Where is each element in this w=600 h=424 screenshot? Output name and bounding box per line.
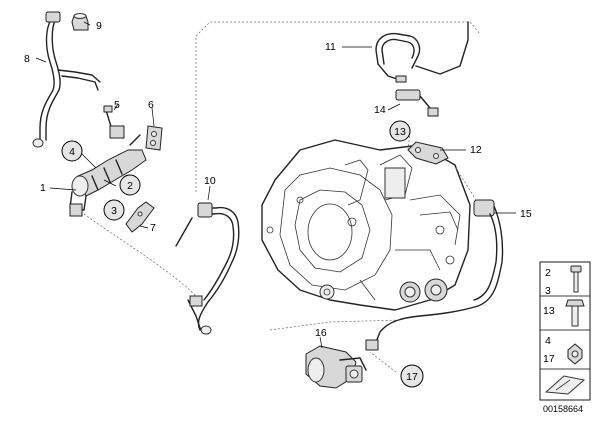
legend-label-2: 2 xyxy=(545,267,551,279)
cap-part-9 xyxy=(71,13,89,31)
bolt-icon xyxy=(565,299,585,327)
callout-17: 17 xyxy=(406,371,418,383)
sensor-cable-part-11 xyxy=(375,21,469,83)
bolt-part-5 xyxy=(103,105,125,139)
clutch-line-part-10 xyxy=(175,202,240,335)
nut-icon xyxy=(567,343,583,365)
callout-15: 15 xyxy=(520,208,532,220)
leader-lines xyxy=(35,21,516,373)
callout-9: 9 xyxy=(96,20,102,32)
document-number: 00158664 xyxy=(543,404,583,414)
callout-3: 3 xyxy=(111,205,117,217)
legend-panel: 2 3 13 4 17 xyxy=(539,261,591,401)
callout-8: 8 xyxy=(24,53,30,65)
legend-label-4: 4 xyxy=(545,335,551,347)
callout-7: 7 xyxy=(150,222,156,234)
bracket-part-12 xyxy=(407,141,449,165)
callout-5: 5 xyxy=(114,99,120,111)
sensor-part-14 xyxy=(395,89,439,117)
callout-12: 12 xyxy=(470,144,482,156)
legend-label-17: 17 xyxy=(543,353,555,365)
seal-strip-icon xyxy=(544,375,586,395)
gearbox-housing xyxy=(261,139,471,311)
callout-1: 1 xyxy=(40,182,46,194)
callout-13: 13 xyxy=(394,126,406,138)
callout-4: 4 xyxy=(69,146,75,158)
legend-label-13: 13 xyxy=(543,305,555,317)
clip-part-6 xyxy=(145,125,163,151)
callout-14: 14 xyxy=(374,104,386,116)
callout-16: 16 xyxy=(315,327,327,339)
clutch-master-cylinder xyxy=(69,134,147,217)
callout-labels: 8 9 5 6 1 7 10 11 14 12 15 16 xyxy=(24,20,532,339)
screw-icon xyxy=(570,265,582,293)
reservoir-hose xyxy=(32,11,101,148)
callout-2: 2 xyxy=(127,180,133,192)
legend-label-3: 3 xyxy=(545,285,551,297)
callout-10: 10 xyxy=(204,175,216,187)
callout-6: 6 xyxy=(148,99,154,111)
clip-part-7 xyxy=(125,201,155,233)
slave-cylinder-part-16 xyxy=(305,345,367,389)
line-part-15 xyxy=(365,199,504,351)
circled-callouts: 4 2 3 13 17 xyxy=(61,120,424,388)
callout-11: 11 xyxy=(325,41,336,53)
